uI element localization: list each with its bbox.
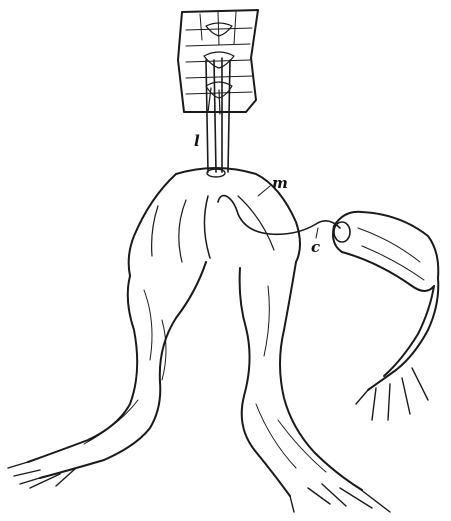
sciatic-nerve-roots xyxy=(206,58,230,177)
leader-line-c xyxy=(316,228,318,238)
detached-calf xyxy=(333,212,438,291)
label-l: l xyxy=(194,132,200,150)
left-leg xyxy=(8,262,206,488)
nerve-strand xyxy=(218,196,340,235)
detached-foot xyxy=(356,278,438,420)
label-c: c xyxy=(311,238,320,256)
leader-line-m xyxy=(258,186,270,196)
right-leg xyxy=(240,262,390,512)
label-m: m xyxy=(272,174,288,192)
spinal-column xyxy=(178,10,258,112)
